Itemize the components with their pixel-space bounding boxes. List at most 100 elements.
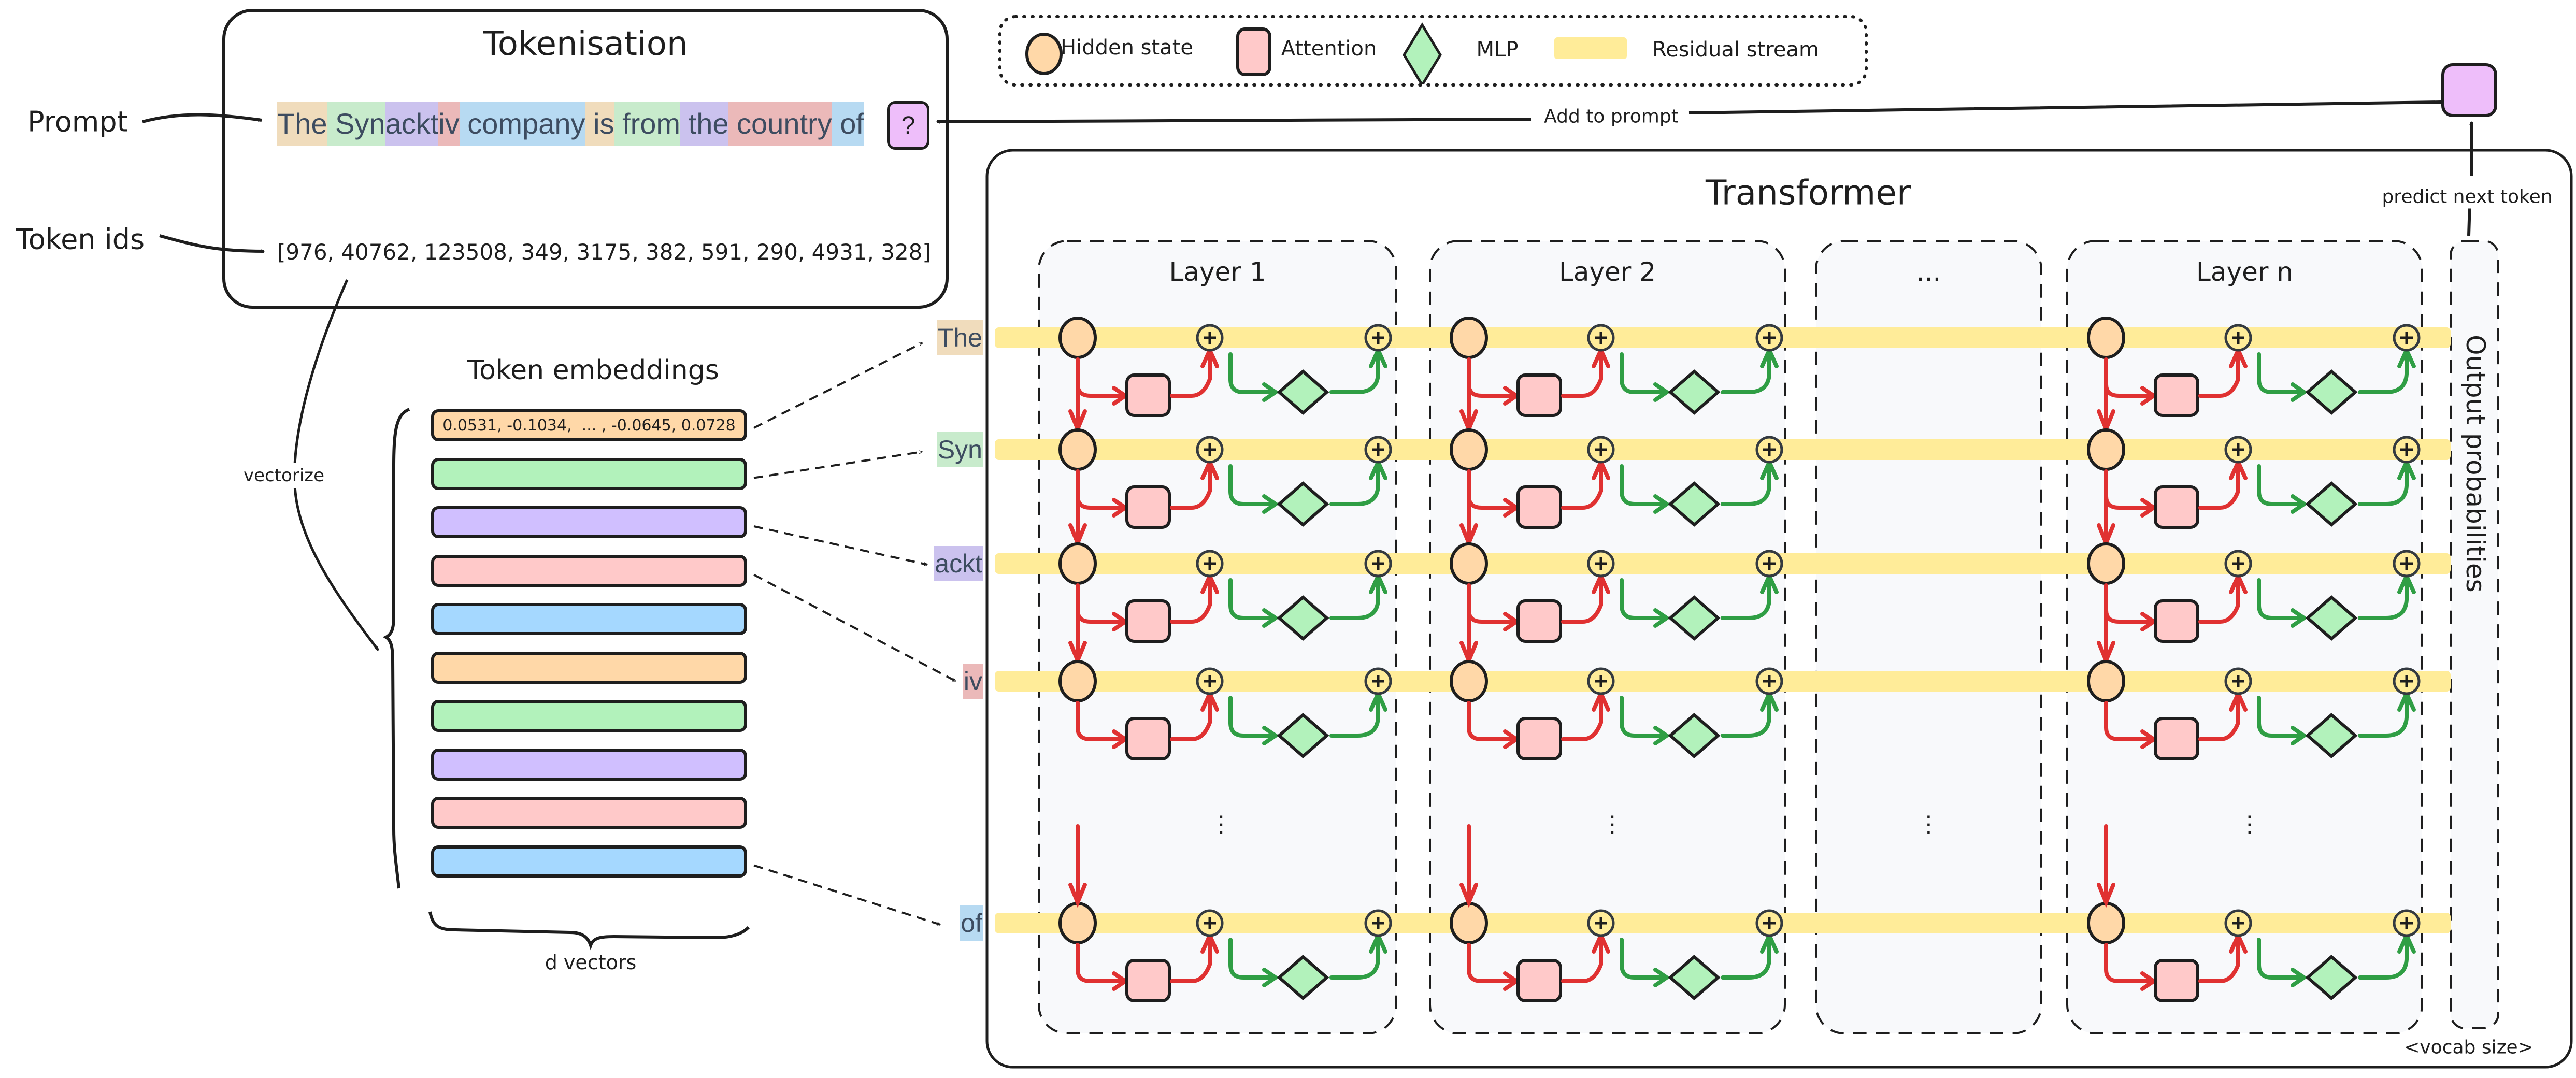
attention-output-arrow [2198, 573, 2240, 624]
embedding-vector [431, 651, 747, 684]
mlp-block [1668, 595, 1721, 641]
residual-streams [995, 327, 2451, 933]
plus-icon [1204, 917, 1216, 929]
mlp-input-arrow [1620, 464, 1668, 506]
plus-icon [1763, 917, 1776, 929]
layer-flows [1058, 317, 2421, 1002]
row-token-label: of [960, 905, 983, 941]
plus-icon [2232, 332, 2244, 344]
arrowhead-icon [1653, 726, 1671, 745]
prompt-token: Syn [327, 102, 385, 146]
prompt-token: The [277, 102, 327, 146]
plus-icon [2400, 443, 2413, 456]
prompt-token: the [680, 102, 729, 146]
arrowhead-icon [1459, 883, 1478, 908]
prompt-token: company [459, 102, 585, 146]
hidden-state-node [2087, 660, 2125, 702]
vertical-ellipsis: ⋮ [2238, 811, 2261, 838]
hidden-state-node [1450, 428, 1488, 471]
legend-box [998, 15, 1868, 87]
residual-stream [995, 913, 2451, 933]
embedding-vector [431, 748, 747, 781]
plus-icon [1595, 675, 1607, 687]
arrowhead-icon [2291, 494, 2308, 514]
layer-label: Layer 2 [1558, 257, 1656, 287]
predicted-token-box [2441, 63, 2497, 117]
mlp-input-arrow [2257, 938, 2305, 980]
arrowhead-icon [1262, 494, 1280, 514]
mlp-output-arrow [2358, 573, 2409, 620]
attention-block [1516, 373, 1562, 417]
hidden-state-node [2087, 317, 2125, 359]
hidden-state-node [1450, 542, 1488, 585]
d-vectors-label: d vectors [545, 951, 637, 974]
embedding-vector [431, 700, 747, 732]
attention-block [1125, 485, 1171, 529]
layer-frames [1038, 240, 2499, 1034]
embedding-vector [431, 797, 747, 829]
attention-output-arrow [1561, 573, 1603, 624]
embedding-links [753, 342, 956, 926]
embedding-vector [431, 603, 747, 635]
row-token-label: The [936, 320, 983, 355]
attention-input-arrow [1076, 943, 1126, 983]
hidden-state-legend-icon [1025, 33, 1063, 75]
mlp-block [1668, 955, 1721, 1000]
plus-icon [1204, 443, 1216, 456]
arrowhead-icon [2291, 382, 2308, 402]
arrowhead-icon [2291, 608, 2308, 628]
prompt-token: ackt [385, 102, 439, 146]
prompt-token: iv [438, 102, 460, 146]
plus-icon [1763, 332, 1776, 344]
layer-label: Layer n [2196, 257, 2293, 287]
arrowhead-icon [1262, 968, 1280, 987]
attention-output-arrow [1170, 459, 1212, 510]
arrowhead-icon [2097, 883, 2115, 908]
layer-frame [2066, 240, 2423, 1034]
residual-stream [995, 553, 2451, 574]
unknown-token-box: ? [887, 101, 929, 150]
row-token-label: Syn [936, 432, 983, 467]
arrowhead-icon [1653, 608, 1671, 628]
vertical-ellipsis: ⋮ [1210, 811, 1233, 838]
plus-icon [2400, 557, 2413, 570]
embedding-vector [431, 457, 747, 490]
output-probabilities-column [2450, 240, 2499, 1029]
attention-block [1125, 717, 1171, 760]
embedding-vector: 0.0531, -0.1034, ... , -0.0645, 0.0728 [431, 409, 747, 441]
hidden-state-node [1058, 317, 1097, 359]
hidden-state-node [1450, 317, 1488, 359]
mlp-block [1277, 369, 1329, 415]
arrowhead-icon [2291, 968, 2308, 987]
predict-next-token-label: predict next token [2380, 185, 2555, 209]
prompt-token: of [832, 102, 864, 146]
arrowhead-icon [1068, 883, 1087, 908]
vocab-size-label: <vocab size> [2404, 1037, 2534, 1058]
plus-icon [2232, 675, 2244, 687]
hidden-state-node [2087, 428, 2125, 471]
embedding-link-arrow [753, 573, 956, 682]
prompt-token: from [614, 102, 681, 146]
row-token-label: ackt [934, 546, 983, 581]
attention-output-arrow [1561, 459, 1603, 510]
legend: Hidden state Attention MLP Residual stre… [1000, 17, 1866, 85]
attention-output-arrow [1561, 932, 1603, 983]
residual-stream-legend-icon [1554, 37, 1627, 59]
plus-icon [1372, 332, 1384, 344]
embedding-values: 0.0531, -0.1034, ... , -0.0645, 0.0728 [442, 416, 736, 435]
mlp-output-arrow [1721, 932, 1771, 980]
legend-label-residual-stream: Residual stream [1652, 38, 1819, 62]
plus-icon [2232, 917, 2244, 929]
mlp-output-arrow [1329, 573, 1380, 620]
vertical-ellipsis: ⋮ [1601, 811, 1624, 838]
token-embeddings-title: Token embeddings [467, 355, 719, 386]
plus-icon [1204, 675, 1216, 687]
arrowhead-icon [1262, 726, 1280, 745]
plus-icon [1595, 557, 1607, 570]
mlp-legend-icon [1403, 22, 1442, 84]
legend-label-hidden-state: Hidden state [1061, 36, 1193, 60]
vertical-ellipsis: ⋮ [1917, 811, 1940, 838]
mlp-output-arrow [1329, 691, 1380, 738]
attention-input-arrow [1467, 701, 1518, 741]
